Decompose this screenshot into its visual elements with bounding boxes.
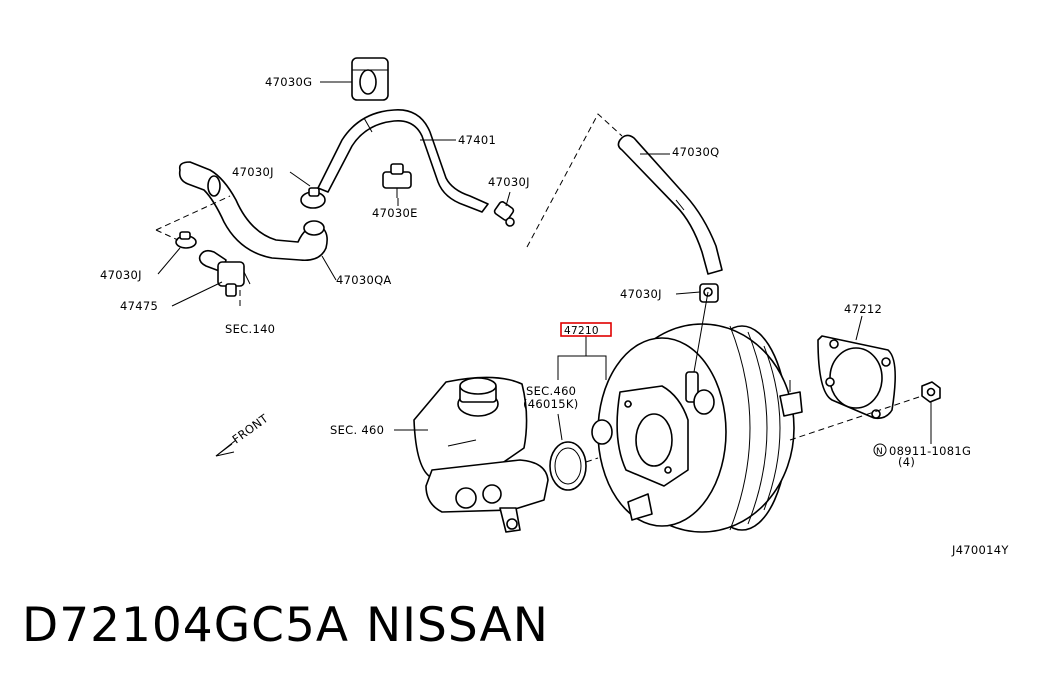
label-47401: 47401 xyxy=(458,133,496,147)
hose-clamp-47030J-left xyxy=(175,231,197,249)
check-valve-47475 xyxy=(198,249,251,297)
nut-08911-1081G xyxy=(789,381,941,444)
label-47210: 47210 xyxy=(564,325,599,337)
footer-part-number: D72104GC5A xyxy=(22,598,349,653)
hose-clamp-47030G xyxy=(351,57,389,101)
label-sec-460-reservoir: SEC. 460 xyxy=(330,423,384,437)
label-47030E: 47030E xyxy=(372,206,418,220)
hose-clamp-47030J-upper xyxy=(300,187,326,209)
label-46015K: (46015K) xyxy=(523,397,579,411)
front-label: FRONT xyxy=(230,411,272,447)
label-sec-140: SEC.140 xyxy=(225,322,275,336)
label-47030J-left: 47030J xyxy=(100,268,142,282)
highlighted-part-47210[interactable]: 47210 xyxy=(560,322,612,337)
leader-lines xyxy=(157,81,863,441)
vacuum-hose-assembly xyxy=(155,57,623,310)
vacuum-hose-47030Q xyxy=(617,134,723,303)
diagram-code: J470014Y xyxy=(951,543,1009,557)
nut-symbol-circle xyxy=(873,443,887,457)
label-47212: 47212 xyxy=(844,302,882,316)
label-47030QA: 47030QA xyxy=(336,273,392,287)
label-sec-460-booster: SEC.460 xyxy=(526,384,576,398)
label-47030G: 47030G xyxy=(265,75,312,89)
master-cylinder xyxy=(413,376,549,533)
footer-brand: NISSAN xyxy=(366,598,549,653)
label-47030J-booster: 47030J xyxy=(620,287,662,301)
nut-symbol-letter: N xyxy=(876,447,883,457)
gasket-47212 xyxy=(817,335,896,420)
label-47475: 47475 xyxy=(120,299,158,313)
label-47030J-upper: 47030J xyxy=(232,165,274,179)
label-47030J-right: 47030J xyxy=(488,175,530,189)
connector-47030E xyxy=(382,163,412,198)
label-quantity: (4) xyxy=(898,455,915,469)
hose-clamp-47030J-right xyxy=(493,201,515,227)
label-47030Q: 47030Q xyxy=(672,145,719,159)
label-08911-1081G: 08911-1081G xyxy=(889,444,971,458)
vacuum-hose-47401 xyxy=(317,109,489,213)
front-direction-arrow xyxy=(215,439,237,457)
brake-booster-47210 xyxy=(591,291,803,533)
o-ring-seal xyxy=(549,441,599,491)
